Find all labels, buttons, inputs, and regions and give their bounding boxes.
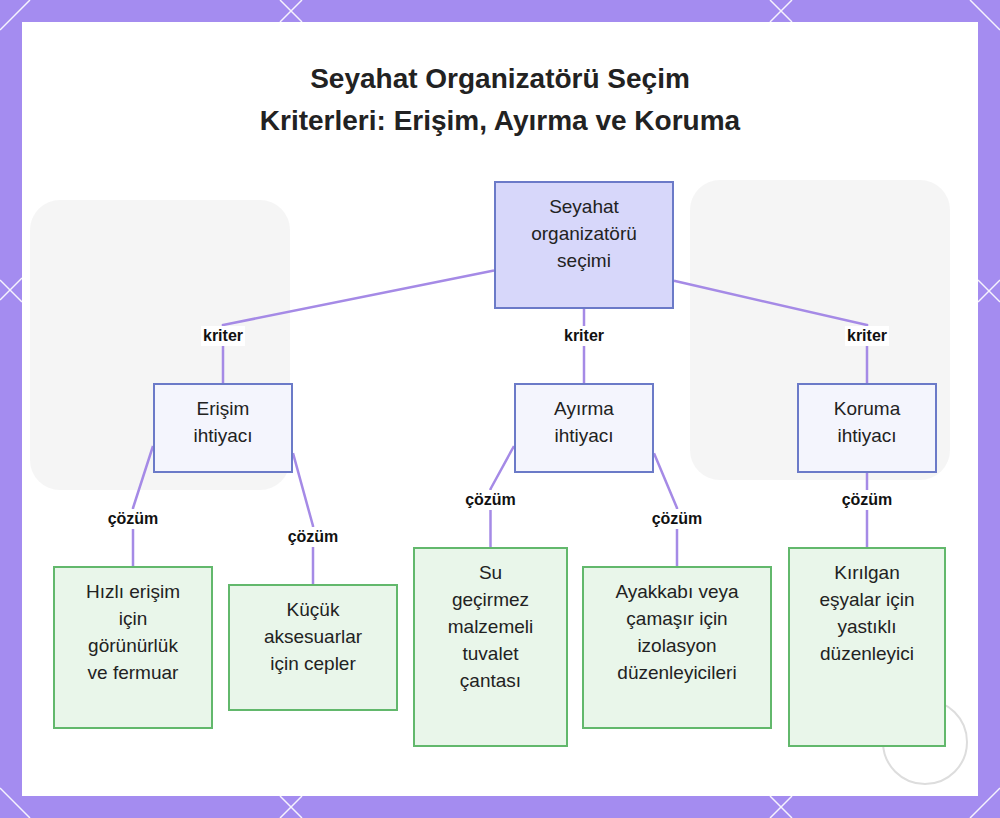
- solution-box: Küçük aksesuarlar için cepler: [228, 584, 398, 711]
- node-text: Seyahat organizatörü seçimi: [521, 193, 647, 274]
- node-text: Erişim ihtiyacı: [175, 395, 271, 449]
- solution-box: Kırılgan eşyalar için yastıklı düzenleyi…: [788, 547, 946, 747]
- node-text: Hızlı erişim için görünürlük ve fermuar: [85, 578, 181, 686]
- root-box: Seyahat organizatörü seçimi: [494, 181, 674, 309]
- diagram-title: Seyahat Organizatörü Seçim Kriterleri: E…: [170, 58, 830, 142]
- criterion-box: Koruma ihtiyacı: [797, 383, 937, 473]
- solution-box: Hızlı erişim için görünürlük ve fermuar: [53, 566, 213, 729]
- node-text: Su geçirmez malzemeli tuvalet çantası: [442, 559, 539, 694]
- edge-label: kriter: [562, 326, 606, 346]
- edge-label: çözüm: [106, 509, 161, 529]
- edge-label: çözüm: [650, 509, 705, 529]
- edge-label: çözüm: [463, 490, 518, 510]
- connector-line: [674, 281, 867, 383]
- node-text: Kırılgan eşyalar için yastıklı düzenleyi…: [811, 559, 923, 667]
- edge-label: çözüm: [840, 490, 895, 510]
- connector-line: [223, 271, 494, 383]
- criterion-box: Erişim ihtiyacı: [153, 383, 293, 473]
- solution-box: Su geçirmez malzemeli tuvalet çantası: [413, 547, 568, 747]
- criterion-box: Ayırma ihtiyacı: [514, 383, 654, 473]
- edge-label: kriter: [201, 326, 245, 346]
- node-text: Ayırma ihtiyacı: [536, 395, 632, 449]
- connector-line: [293, 453, 313, 584]
- node-text: Ayakkabı veya çamaşır için izolasyon düz…: [609, 578, 745, 686]
- solution-box: Ayakkabı veya çamaşır için izolasyon düz…: [582, 566, 772, 729]
- edge-label: çözüm: [286, 527, 341, 547]
- edge-label: kriter: [845, 326, 889, 346]
- connector-line: [133, 446, 153, 566]
- node-text: Küçük aksesuarlar için cepler: [260, 596, 366, 677]
- node-text: Koruma ihtiyacı: [819, 395, 915, 449]
- connector-line: [866, 473, 869, 547]
- connector-line: [583, 309, 586, 383]
